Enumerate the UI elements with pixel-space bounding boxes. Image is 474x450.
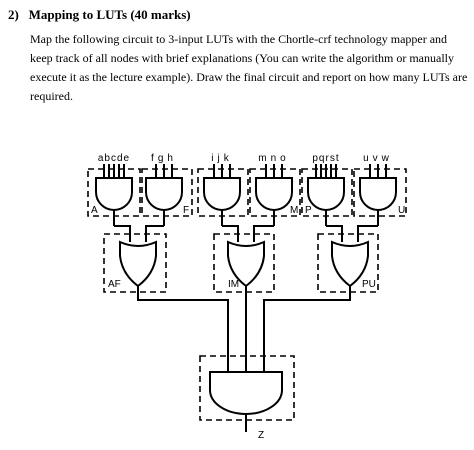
node-label-u: U: [398, 205, 405, 216]
and-gate-output: [209, 371, 283, 432]
question-text: Map the following circuit to 3-input LUT…: [30, 32, 468, 103]
and-gate-ijk: ijk: [203, 153, 241, 226]
circuit-diagram: abcde fgh ijk mno: [0, 140, 474, 445]
and-gate-body: [307, 177, 345, 211]
gate-inputs-label: fgh: [151, 153, 177, 164]
or-gate-pu: [331, 240, 369, 288]
lut-box-f: [141, 168, 193, 217]
gate-inputs-label: mno: [258, 153, 289, 164]
and-gate-body: [145, 177, 183, 211]
wires-level2: [137, 286, 351, 372]
gate-inputs-label: uvw: [363, 153, 393, 164]
lut-box-p: [301, 168, 353, 217]
node-label-m: M: [290, 205, 298, 216]
and-gate-abcde: abcde: [95, 153, 133, 226]
node-label-af: AF: [108, 279, 121, 290]
node-label-a: A: [91, 205, 98, 216]
and-gate-pqrst: pqrst: [307, 153, 345, 226]
lut-box-a: [87, 168, 141, 217]
lut-box-u: [353, 168, 407, 217]
or-gate-af: [119, 240, 157, 288]
node-labels-level1: A F M P U: [91, 205, 405, 216]
lut-boxes-level2: [103, 233, 379, 293]
node-label-pu: PU: [362, 279, 376, 290]
and-gate-body: [203, 177, 241, 211]
node-label-f: F: [183, 205, 189, 216]
and-gate-fgh: fgh: [145, 153, 183, 226]
and-gate-uvw: uvw: [359, 153, 397, 226]
and-gate-body: [255, 177, 293, 211]
gate-inputs-label: abcde: [98, 153, 130, 164]
lut-box-im: [213, 233, 275, 293]
output-label-z: Z: [258, 430, 264, 441]
lut-box-af: [103, 233, 167, 293]
or-gate-im: [227, 240, 265, 288]
lut-box-i: [197, 168, 249, 217]
question-block: 2) Mapping to LUTs (40 marks) Map the fo…: [8, 6, 470, 106]
circuit-svg: abcde fgh ijk mno: [87, 153, 407, 441]
lut-box-output: [199, 355, 295, 421]
and-gate-mno: mno: [255, 153, 293, 226]
node-label-p: P: [305, 205, 312, 216]
node-labels-level2: AF IM PU: [108, 279, 376, 290]
node-label-im: IM: [228, 279, 239, 290]
and-gate-body: [359, 177, 397, 211]
lut-box-pu: [317, 233, 379, 293]
and-gate-body: [95, 177, 133, 211]
lut-box-m: [249, 168, 301, 217]
question-title: 2) Mapping to LUTs (40 marks): [8, 7, 191, 22]
wires-level1: [114, 225, 378, 242]
gate-inputs-label: pqrst: [312, 153, 339, 164]
lut-boxes-level1: [87, 168, 407, 217]
gate-inputs-label: ijk: [211, 153, 232, 164]
